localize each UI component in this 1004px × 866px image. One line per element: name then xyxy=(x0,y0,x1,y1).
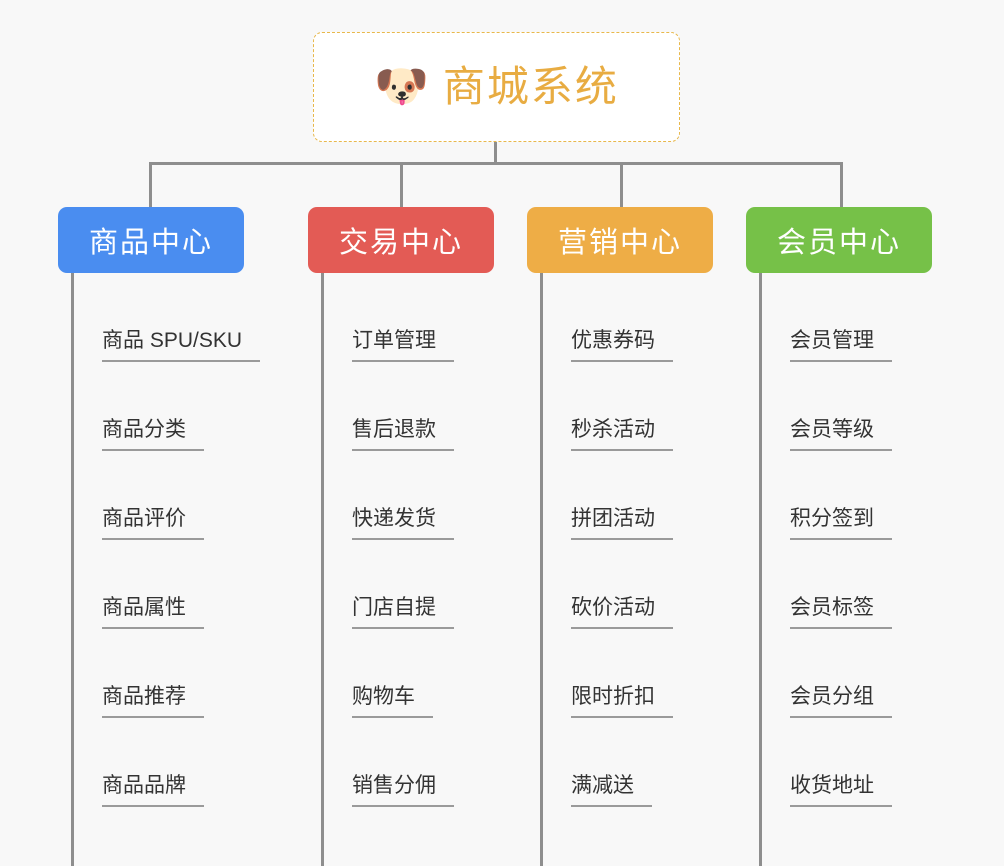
category-column-1: 商品中心 商品 SPU/SKU 商品分类 商品评价 商品属性 商品推荐 商品品牌 xyxy=(58,207,261,866)
list-item[interactable]: 售后退款 xyxy=(308,362,494,451)
list-item[interactable]: 商品属性 xyxy=(58,540,244,629)
leaf-label: 购物车 xyxy=(352,684,433,718)
leaf-label: 收货地址 xyxy=(790,773,892,807)
leaf-list-1: 商品 SPU/SKU 商品分类 商品评价 商品属性 商品推荐 商品品牌 xyxy=(58,273,261,866)
root-node[interactable]: 🐶 商城系统 xyxy=(313,32,680,142)
connector-drop-1 xyxy=(149,162,152,208)
leaf-label: 优惠券码 xyxy=(571,328,673,362)
leaf-label: 快递发货 xyxy=(352,506,454,540)
list-item[interactable]: 收货地址 xyxy=(746,718,932,807)
list-item[interactable]: 商品 SPU/SKU xyxy=(58,273,261,362)
connector-root-stem xyxy=(494,142,497,164)
leaf-list-3: 优惠券码 秒杀活动 拼团活动 砍价活动 限时折扣 满减送 xyxy=(527,273,713,866)
category-header-1[interactable]: 商品中心 xyxy=(58,207,244,273)
leaf-label: 砍价活动 xyxy=(571,595,673,629)
leaf-label: 售后退款 xyxy=(352,417,454,451)
leaf-label: 商品分类 xyxy=(102,417,204,451)
list-item[interactable]: 购物车 xyxy=(308,629,494,718)
connector-drop-3 xyxy=(620,162,623,208)
leaf-label: 商品推荐 xyxy=(102,684,204,718)
leaf-label: 商品评价 xyxy=(102,506,204,540)
leaf-label: 商品 SPU/SKU xyxy=(102,328,261,362)
list-item[interactable]: 商品推荐 xyxy=(58,629,244,718)
list-item[interactable]: 优惠券码 xyxy=(527,273,713,362)
leaf-label: 会员等级 xyxy=(790,417,892,451)
leaf-label: 门店自提 xyxy=(352,595,454,629)
list-item[interactable]: 秒杀活动 xyxy=(527,362,713,451)
list-item[interactable]: 满减送 xyxy=(527,718,713,807)
connector-drop-2 xyxy=(400,162,403,208)
leaf-label: 会员管理 xyxy=(790,328,892,362)
list-item[interactable]: 拼团活动 xyxy=(527,451,713,540)
list-item[interactable]: 会员等级 xyxy=(746,362,932,451)
leaf-list-2: 订单管理 售后退款 快递发货 门店自提 购物车 销售分佣 xyxy=(308,273,494,866)
leaf-label: 商品属性 xyxy=(102,595,204,629)
leaf-label: 秒杀活动 xyxy=(571,417,673,451)
root-title: 商城系统 xyxy=(442,63,619,110)
list-item[interactable]: 快递发货 xyxy=(308,451,494,540)
category-column-3: 营销中心 优惠券码 秒杀活动 拼团活动 砍价活动 限时折扣 满减送 xyxy=(527,207,713,866)
list-item[interactable]: 砍价活动 xyxy=(527,540,713,629)
leaf-label: 满减送 xyxy=(571,773,652,807)
list-item[interactable]: 限时折扣 xyxy=(527,629,713,718)
connector-bus-line xyxy=(149,162,842,165)
leaf-label: 拼团活动 xyxy=(571,506,673,540)
category-column-2: 交易中心 订单管理 售后退款 快递发货 门店自提 购物车 销售分佣 xyxy=(308,207,494,866)
column-spine-4 xyxy=(759,273,762,866)
category-header-3[interactable]: 营销中心 xyxy=(527,207,713,273)
list-item[interactable]: 商品评价 xyxy=(58,451,244,540)
category-header-2[interactable]: 交易中心 xyxy=(308,207,494,273)
list-item[interactable]: 商品分类 xyxy=(58,362,244,451)
list-item[interactable]: 订单管理 xyxy=(308,273,494,362)
leaf-label: 订单管理 xyxy=(352,328,454,362)
list-item[interactable]: 积分签到 xyxy=(746,451,932,540)
list-item[interactable]: 会员管理 xyxy=(746,273,932,362)
leaf-label: 会员分组 xyxy=(790,684,892,718)
leaf-list-4: 会员管理 会员等级 积分签到 会员标签 会员分组 收货地址 xyxy=(746,273,932,866)
leaf-label: 会员标签 xyxy=(790,595,892,629)
list-item[interactable]: 会员标签 xyxy=(746,540,932,629)
list-item[interactable]: 会员分组 xyxy=(746,629,932,718)
leaf-label: 销售分佣 xyxy=(352,773,454,807)
list-item[interactable]: 门店自提 xyxy=(308,540,494,629)
category-column-4: 会员中心 会员管理 会员等级 积分签到 会员标签 会员分组 收货地址 xyxy=(746,207,932,866)
dog-face-icon: 🐶 xyxy=(374,62,429,111)
connector-drop-4 xyxy=(840,162,843,208)
mindmap-canvas: 🐶 商城系统 商品中心 商品 SPU/SKU 商品分类 商品评价 商品属性 商品… xyxy=(58,32,932,866)
list-item[interactable]: 销售分佣 xyxy=(308,718,494,807)
column-spine-1 xyxy=(71,273,74,866)
leaf-label: 积分签到 xyxy=(790,506,892,540)
column-spine-3 xyxy=(540,273,543,866)
column-spine-2 xyxy=(321,273,324,866)
leaf-label: 限时折扣 xyxy=(571,684,673,718)
leaf-label: 商品品牌 xyxy=(102,773,204,807)
list-item[interactable]: 商品品牌 xyxy=(58,718,244,807)
category-header-4[interactable]: 会员中心 xyxy=(746,207,932,273)
